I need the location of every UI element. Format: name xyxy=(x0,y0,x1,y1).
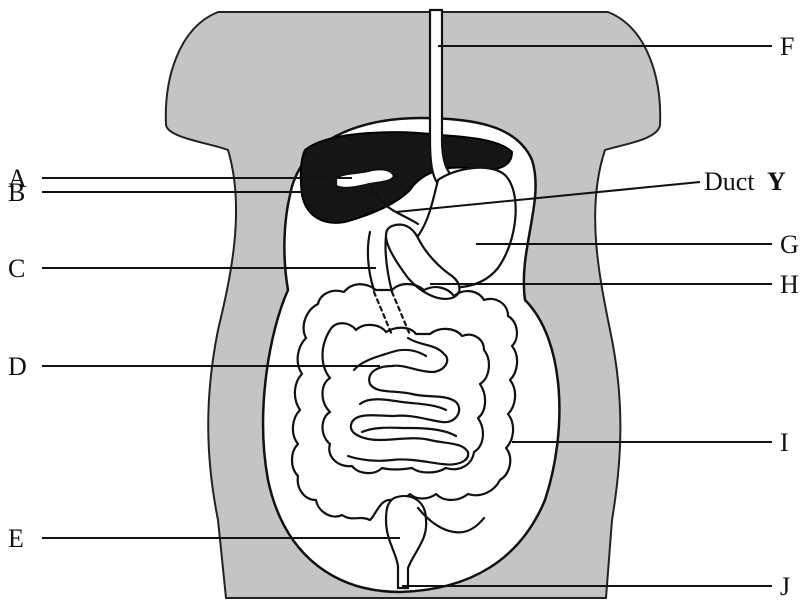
label-duct-y: Duct Y xyxy=(704,167,786,196)
label-e: E xyxy=(8,524,24,553)
label-c: C xyxy=(8,254,25,283)
label-duct-prefix: Duct xyxy=(704,167,755,196)
label-b: B xyxy=(8,178,25,207)
label-h: H xyxy=(780,270,799,299)
label-i: I xyxy=(780,428,789,457)
label-j: J xyxy=(780,572,790,601)
label-duct-letter: Y xyxy=(767,167,786,196)
label-d: D xyxy=(8,352,27,381)
label-g: G xyxy=(780,230,799,259)
label-f: F xyxy=(780,32,794,61)
